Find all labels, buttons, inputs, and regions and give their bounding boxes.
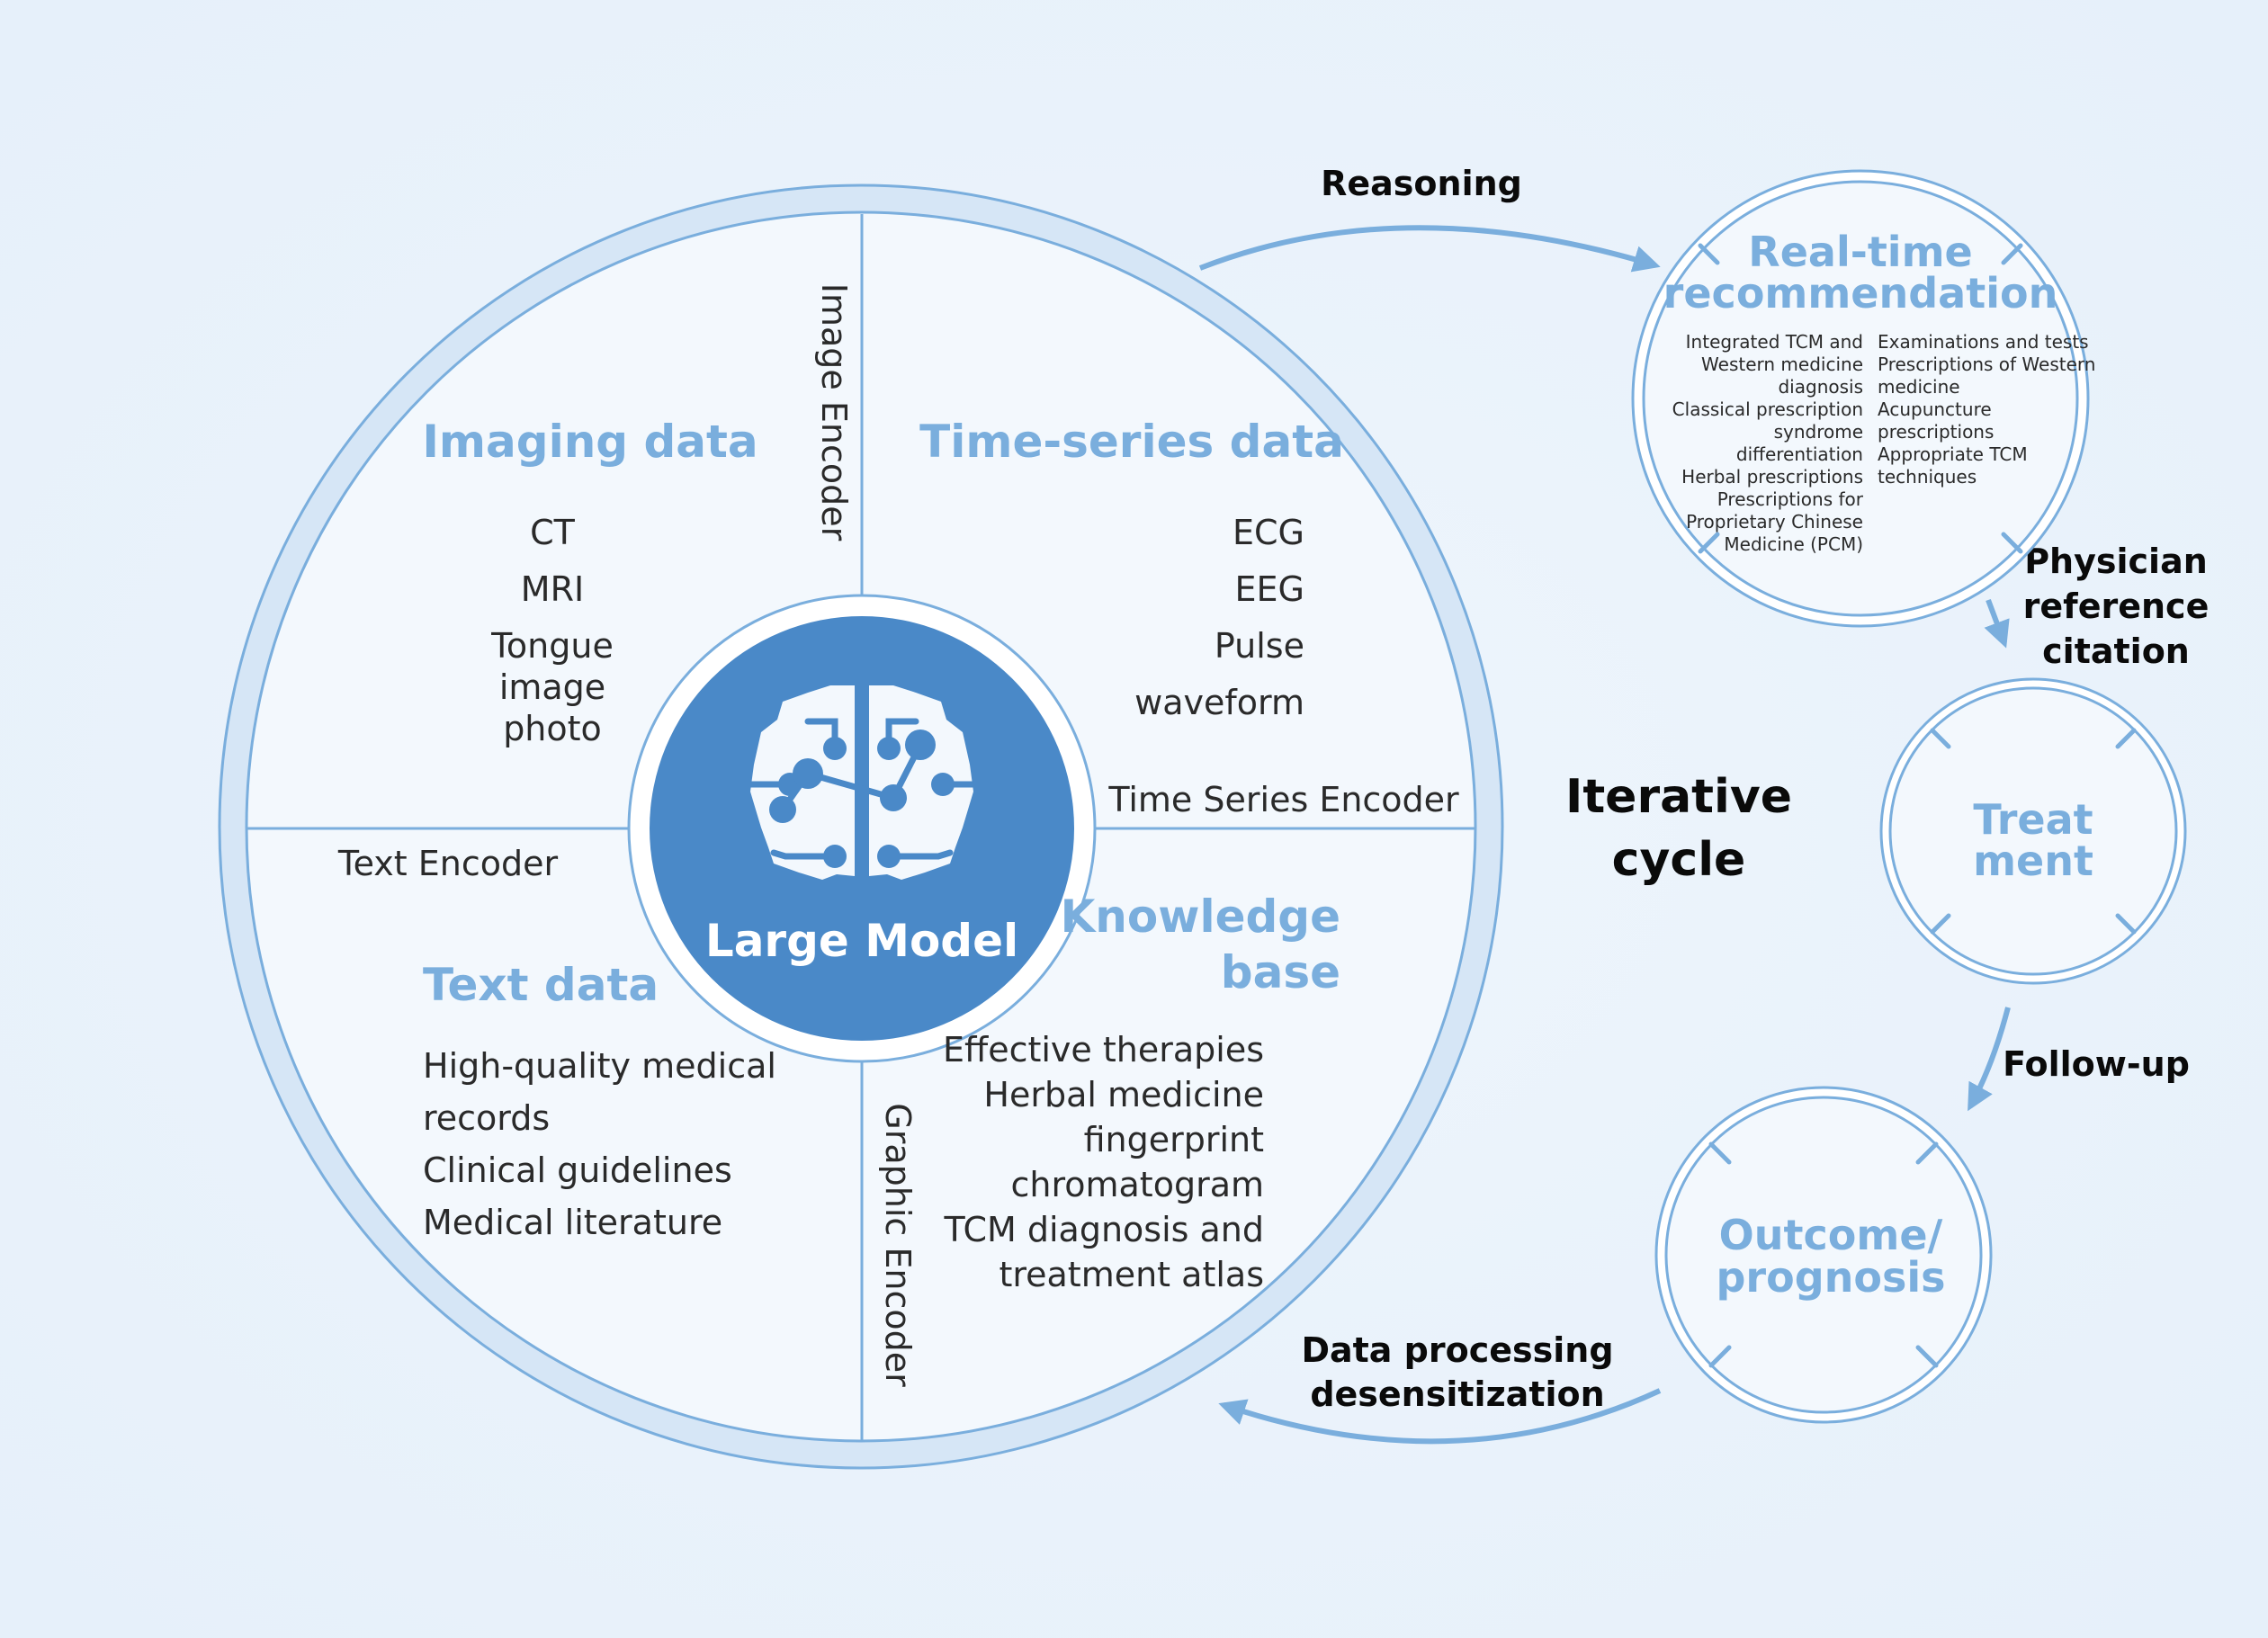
time-series-encoder-label: Time Series Encoder — [1107, 780, 1459, 819]
quadrant-text[interactable]: Text data High-quality medical records C… — [423, 959, 776, 1242]
recommendation-item: Appropriate TCM — [1878, 443, 2028, 465]
recommendation-item: syndrome — [1774, 421, 1863, 443]
imaging-title: Imaging data — [422, 416, 757, 468]
time-series-item: Pulse — [1215, 626, 1304, 666]
recommendation-title: recommendation — [1663, 269, 2058, 318]
core-label: Large Model — [705, 915, 1018, 967]
iterative-cycle-label: Iterative — [1565, 770, 1792, 824]
follow-up-arrow — [1968, 1007, 2011, 1112]
knowledge-title: base — [1221, 946, 1340, 998]
treatment-title: Treat — [1973, 795, 2093, 844]
recommendation-item: Proprietary Chinese — [1686, 511, 1863, 533]
recommendation-item: Examinations and tests — [1878, 331, 2089, 353]
recommendation-node[interactable]: Real-time recommendation Integrated TCM … — [1631, 169, 2095, 628]
recommendation-title: Real-time — [1748, 228, 1972, 276]
knowledge-item: TCM diagnosis and — [943, 1210, 1264, 1249]
time-series-title: Time-series data — [919, 416, 1344, 468]
physician-label: citation — [2042, 631, 2190, 671]
recommendation-item: differentiation — [1736, 443, 1863, 465]
recommendation-item: techniques — [1878, 466, 1977, 488]
text-data-title: Text data — [423, 959, 659, 1011]
recommendation-item: prescriptions — [1878, 421, 1994, 443]
core-disc — [650, 616, 1074, 1041]
treatment-title: ment — [1973, 837, 2093, 885]
knowledge-item: treatment atlas — [999, 1255, 1264, 1294]
text-data-item: Clinical guidelines — [423, 1150, 732, 1190]
recommendation-item: Prescriptions for — [1717, 488, 1864, 510]
physician-arrow — [1984, 598, 2010, 649]
imaging-item: image — [499, 667, 605, 707]
follow-up-label: Follow-up — [2003, 1044, 2190, 1084]
tick-marks — [1698, 243, 2023, 554]
time-series-item: waveform — [1134, 683, 1304, 722]
quadrant-time-series[interactable]: Time-series data ECG EEG Pulse waveform — [919, 416, 1344, 722]
recommendation-item: Western medicine — [1701, 354, 1863, 375]
recommendation-item: medicine — [1878, 376, 1960, 398]
outcome-title: Outcome/ — [1719, 1211, 1943, 1259]
outcome-node[interactable]: Outcome/ prognosis — [1654, 1086, 1993, 1424]
reasoning-label: Reasoning — [1321, 164, 1522, 203]
tick-marks — [1708, 1141, 1939, 1368]
tick-marks — [1930, 728, 2137, 935]
quadrant-knowledge[interactable]: Knowledge base Effective therapies Herba… — [943, 891, 1340, 1294]
outcome-inner-ring — [1664, 1096, 1983, 1414]
knowledge-item: chromatogram — [1010, 1165, 1264, 1204]
core-model[interactable]: Large Model — [627, 594, 1097, 1063]
treatment-node[interactable]: Treat ment — [1879, 677, 2187, 985]
recommendation-item: diagnosis — [1778, 376, 1863, 398]
treatment-inner-ring — [1888, 686, 2178, 976]
knowledge-item: fingerprint — [1084, 1120, 1264, 1159]
knowledge-title: Knowledge — [1061, 891, 1340, 943]
imaging-item: CT — [530, 513, 576, 552]
iterative-cycle-label: cycle — [1612, 833, 1746, 887]
data-processing-label: Data processing — [1301, 1330, 1613, 1370]
physician-label: reference — [2023, 586, 2210, 626]
text-data-item: Medical literature — [423, 1203, 722, 1242]
data-processing-arrow — [1218, 1388, 1662, 1445]
time-series-item: EEG — [1235, 569, 1304, 609]
text-encoder-label: Text Encoder — [337, 844, 559, 883]
brain-circuit-icon — [747, 685, 977, 880]
image-encoder-label: Image Encoder — [814, 283, 854, 542]
graphic-encoder-label: Graphic Encoder — [878, 1103, 918, 1387]
imaging-item: photo — [503, 709, 602, 748]
time-series-item: ECG — [1233, 513, 1304, 552]
recommendation-item: Acupuncture — [1878, 398, 1992, 420]
text-data-item: records — [423, 1098, 550, 1138]
knowledge-item: Herbal medicine — [983, 1075, 1264, 1114]
knowledge-item: Effective therapies — [943, 1030, 1264, 1070]
quadrant-imaging[interactable]: Imaging data CT MRI Tongue image photo — [422, 416, 757, 748]
data-processing-label: desensitization — [1310, 1374, 1604, 1414]
outcome-title: prognosis — [1716, 1253, 1945, 1302]
imaging-item: MRI — [521, 569, 584, 609]
recommendation-item: Medicine (PCM) — [1724, 533, 1863, 555]
imaging-item: Tongue — [490, 626, 614, 666]
recommendation-item: Herbal prescriptions — [1681, 466, 1863, 488]
recommendation-inner-ring — [1642, 180, 2079, 617]
recommendation-item: Classical prescription — [1672, 398, 1863, 420]
recommendation-item: Prescriptions of Western — [1878, 354, 2095, 375]
physician-label: Physician — [2024, 542, 2208, 581]
recommendation-item: Integrated TCM and — [1686, 331, 1863, 353]
reasoning-arrow — [1198, 225, 1661, 273]
text-data-item: High-quality medical — [423, 1046, 776, 1086]
